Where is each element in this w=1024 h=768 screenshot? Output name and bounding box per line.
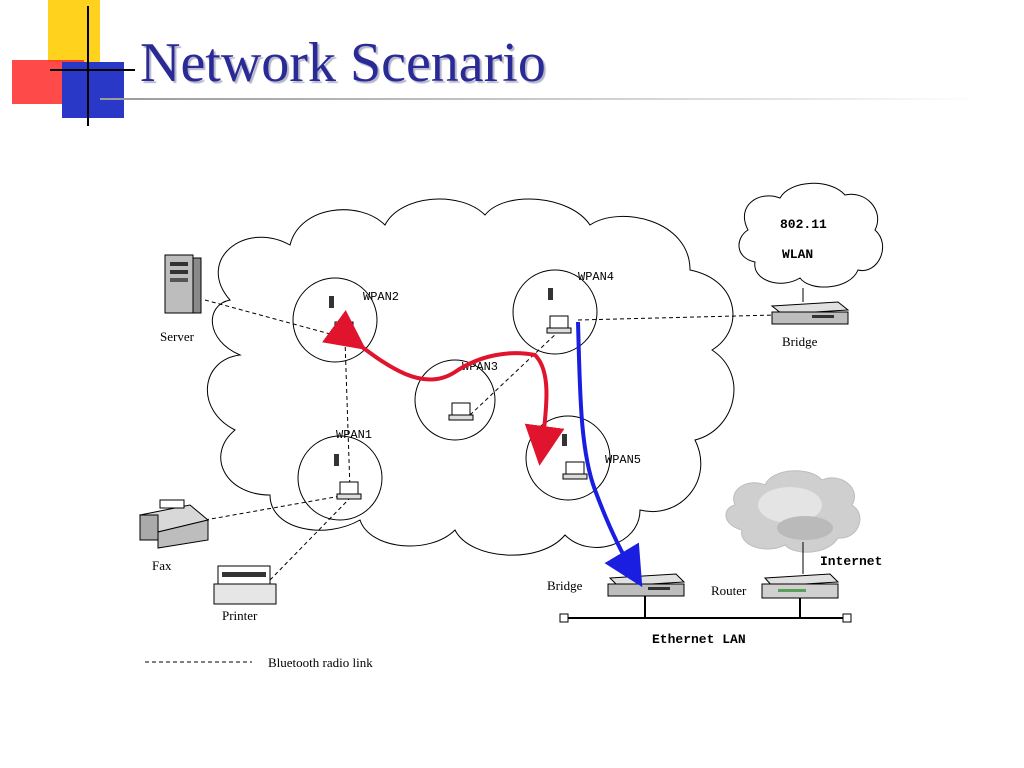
- ethernet-lan-label: Ethernet LAN: [652, 632, 746, 647]
- piconet-wpan2-label: WPAN2: [363, 290, 399, 304]
- internet-cloud: [725, 470, 861, 553]
- title-underline: [100, 98, 980, 100]
- wlan-label-line1: 802.11: [780, 217, 827, 232]
- slide-title: Network Scenario: [140, 32, 546, 94]
- internet-label: Internet: [820, 554, 882, 569]
- fax-icon: [138, 499, 210, 549]
- laptop-icon: [448, 402, 474, 421]
- bridge-lan-label: Bridge: [547, 578, 583, 593]
- wlan-label-line2: WLAN: [782, 247, 813, 262]
- piconet-wpan4-label: WPAN4: [578, 270, 614, 284]
- legend: Bluetooth radio link: [145, 655, 373, 670]
- red-route-path: [322, 310, 565, 466]
- piconet-wpan3-label: WPAN3: [462, 360, 498, 374]
- server-icon: [164, 254, 202, 314]
- router-icon: [761, 542, 840, 599]
- piconet-wpan5-circle: [525, 415, 611, 501]
- server-label: Server: [160, 329, 195, 344]
- bridge-lan-icon: [607, 573, 686, 597]
- bridge-wlan-label: Bridge: [782, 334, 818, 349]
- piconet-wpan1-circle: [297, 435, 383, 521]
- blue-route-path: [576, 321, 643, 588]
- printer-label: Printer: [222, 608, 258, 623]
- router-label: Router: [711, 583, 747, 598]
- bluetooth-links: [204, 299, 776, 581]
- wlan-cloud: [738, 182, 884, 288]
- legend-bluetooth-label: Bluetooth radio link: [268, 655, 373, 670]
- fax-label: Fax: [152, 558, 172, 573]
- yellow-square: [48, 0, 100, 62]
- laptop-icon: [562, 434, 588, 480]
- title-decoration: [12, 0, 135, 126]
- ethernet-bus: [559, 596, 852, 623]
- bridge-wlan-icon: [770, 288, 850, 325]
- piconet-wpan1-label: WPAN1: [336, 428, 372, 442]
- printer-icon: [213, 565, 277, 605]
- blue-square: [62, 62, 124, 118]
- piconet-wpan5-label: WPAN5: [605, 453, 641, 467]
